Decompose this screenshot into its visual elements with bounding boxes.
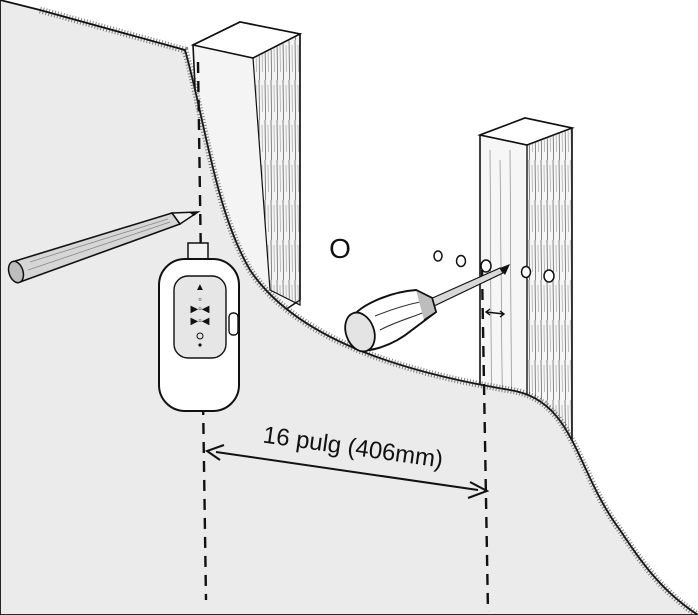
- or-label: O: [329, 233, 351, 264]
- svg-text:▲: ▲: [195, 282, 205, 293]
- svg-text:▶▫◀: ▶▫◀: [191, 304, 210, 315]
- test-holes: [433, 250, 555, 283]
- pencil-icon: [7, 211, 201, 284]
- stud-finder-device-icon: ▲ ▫ ▶▫◀ ▶▫◀: [158, 242, 240, 412]
- svg-text:▫: ▫: [198, 294, 201, 304]
- stud-edge-marker: [484, 308, 506, 318]
- screwdriver-icon: [344, 264, 510, 353]
- double-arrow-icon: [204, 444, 490, 499]
- svg-text:▶▫◀: ▶▫◀: [191, 316, 210, 327]
